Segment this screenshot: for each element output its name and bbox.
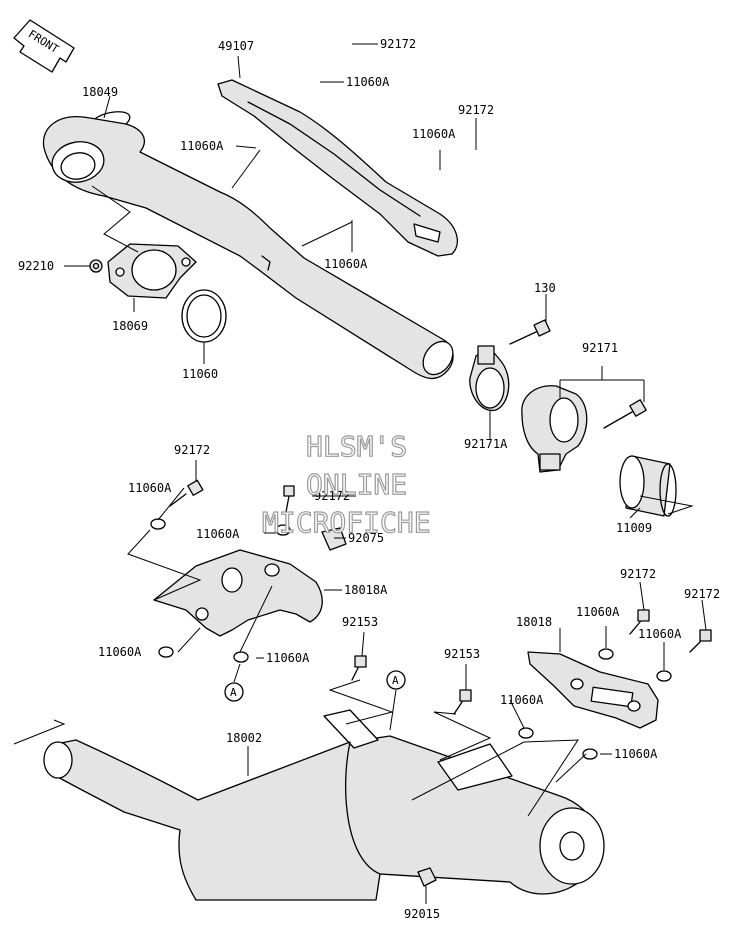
- leader-lines: [13, 43, 707, 904]
- washer-11060A-cb: [233, 651, 249, 663]
- label-92172-br1: 92172: [620, 567, 656, 581]
- ref-a-left-label: A: [230, 686, 237, 699]
- label-11060A-br2: 11060A: [638, 627, 682, 641]
- label-92210: 92210: [18, 259, 54, 273]
- nut-92015: [417, 867, 437, 887]
- label-92015: 92015: [404, 907, 440, 921]
- clamp-92171A: [469, 345, 510, 411]
- nut-92075: [321, 527, 347, 551]
- label-11060A-br1: 11060A: [576, 605, 620, 619]
- label-92153-a: 92153: [342, 615, 378, 629]
- label-11060A-cl: 11060A: [98, 645, 142, 659]
- washer-11060A-br1: [598, 648, 614, 660]
- ref-a-right-label: A: [392, 674, 399, 687]
- label-11060A-top: 11060A: [346, 75, 390, 89]
- front-arrow-icon: FRONT: [13, 19, 75, 73]
- label-92172-br2: 92172: [684, 587, 720, 601]
- watermark-line2: ONLINE: [306, 468, 407, 501]
- part-labels: 49107 92172 11060A 18049 92172 11060A 11…: [18, 37, 720, 921]
- label-11060A-right: 11060A: [412, 127, 456, 141]
- heat-guard-18018: [527, 651, 659, 729]
- nut-92210: [89, 259, 103, 273]
- heat-guard-18018A: [153, 549, 323, 637]
- label-11060A-cm: 11060A: [196, 527, 240, 541]
- clamp-92171: [521, 385, 647, 473]
- label-92171A: 92171A: [464, 437, 508, 451]
- washer-11060A-cm: [275, 524, 291, 536]
- muffler-18002: [43, 709, 605, 901]
- bolt-92153-a: [351, 655, 367, 681]
- bolt-92172-br2: [689, 629, 712, 653]
- label-49107: 49107: [218, 39, 254, 53]
- label-11060A-low: 11060A: [324, 257, 368, 271]
- label-92171: 92171: [582, 341, 618, 355]
- reference-a-left: A: [224, 682, 244, 702]
- watermark-line3: MICROFICHE: [262, 506, 431, 539]
- label-92153-b: 92153: [444, 647, 480, 661]
- label-92075: 92075: [348, 531, 384, 545]
- washer-11060A-c: [150, 518, 166, 530]
- watermark-line1: HLSM'S: [306, 430, 407, 463]
- reference-a-right: A: [386, 670, 406, 690]
- washer-11060A-br4: [582, 748, 598, 760]
- label-92172-top: 92172: [380, 37, 416, 51]
- washer-11060A-br3: [518, 727, 534, 739]
- exhaust-pipe-18049: [42, 111, 454, 380]
- label-130: 130: [534, 281, 556, 295]
- label-92172-right: 92172: [458, 103, 494, 117]
- label-11060A-cb: 11060A: [266, 651, 310, 665]
- label-18018A: 18018A: [344, 583, 388, 597]
- label-11060: 11060: [182, 367, 218, 381]
- label-18049: 18049: [82, 85, 118, 99]
- sleeve-11009: [619, 455, 677, 517]
- bolt-92153-b: [453, 689, 472, 715]
- label-11060A-br3: 11060A: [500, 693, 544, 707]
- label-11060A-c: 11060A: [128, 481, 172, 495]
- flange-18069: [107, 243, 197, 299]
- label-11060A-mid: 11060A: [180, 139, 224, 153]
- label-18002: 18002: [226, 731, 262, 745]
- bolt-92172-c: [169, 479, 204, 507]
- bolt-92172-cm: [283, 485, 295, 513]
- label-11060A-br4: 11060A: [614, 747, 658, 761]
- label-92172-c: 92172: [174, 443, 210, 457]
- label-92172-cm: 92172: [314, 489, 350, 503]
- label-18069: 18069: [112, 319, 148, 333]
- gasket-11060: [181, 289, 227, 343]
- label-18018: 18018: [516, 615, 552, 629]
- washer-11060A-br2: [656, 670, 672, 682]
- washer-11060A-cl: [158, 646, 174, 658]
- watermark: HLSM'S ONLINE MICROFICHE: [261, 429, 431, 539]
- bolt-130: [509, 319, 551, 345]
- heat-guard-49107: [217, 79, 458, 257]
- label-11009: 11009: [616, 521, 652, 535]
